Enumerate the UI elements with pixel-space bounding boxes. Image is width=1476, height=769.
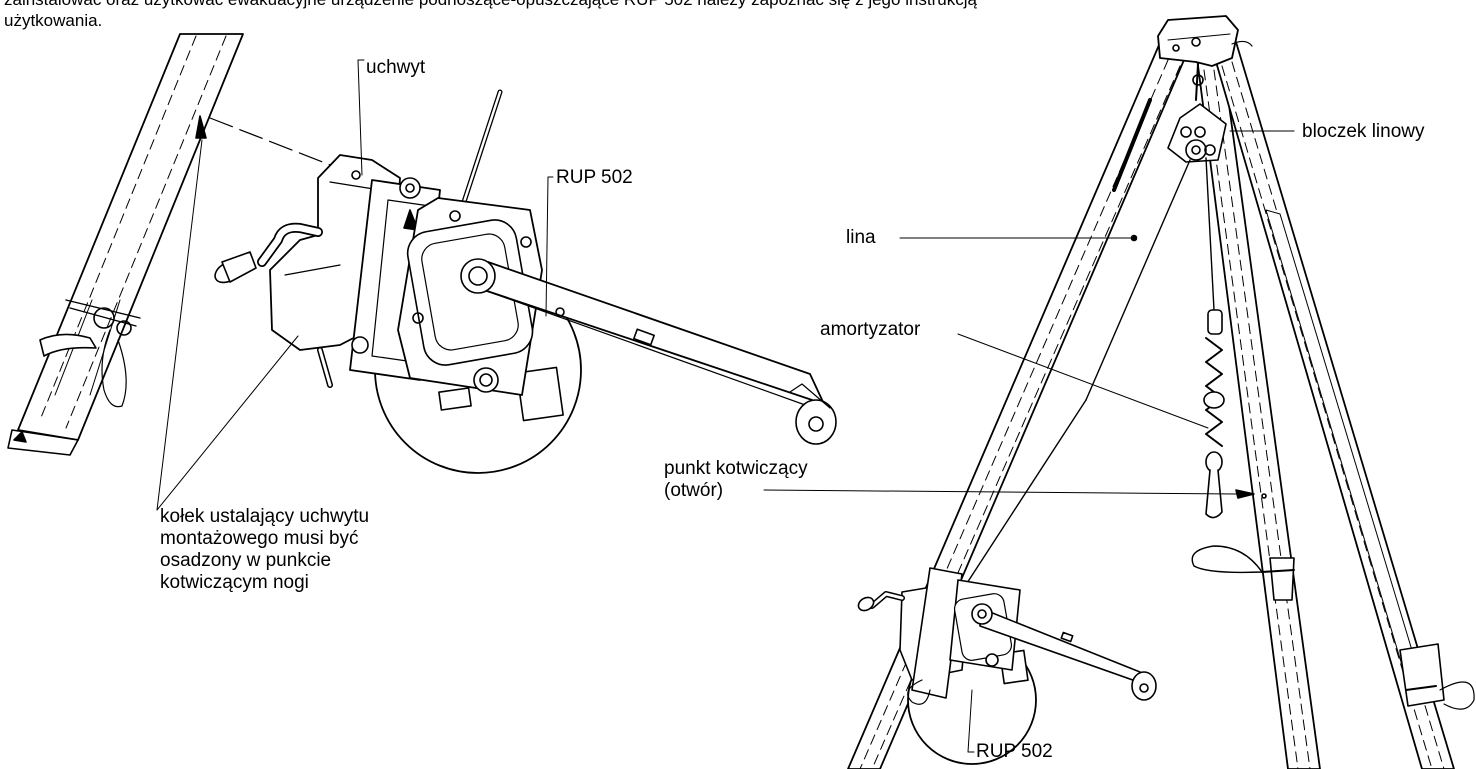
label-kolek-ustalajacy: kołek ustalający uchwytu montażowego mus… [160, 506, 369, 594]
leaders-left [157, 60, 553, 510]
label-rup502-bottom: RUP 502 [976, 741, 1053, 762]
kolek-line-4: kotwiczącym nogi [160, 572, 309, 593]
tripod-drawing [848, 16, 1474, 769]
kolek-line-2: montażowego musi być [160, 528, 359, 549]
label-bloczek-linowy: bloczek linowy [1302, 121, 1425, 142]
alignment-dashed-line [210, 118, 420, 200]
instruction-header: zainstalować oraz użytkować ewakuacyjne … [0, 0, 1476, 32]
label-lina: lina [846, 227, 876, 248]
winch-drawing [211, 92, 836, 473]
punkt-line-2: (otwór) [664, 480, 724, 501]
label-rup502-top: RUP 502 [556, 167, 633, 188]
punkt-line-1: punkt kotwiczący [664, 458, 808, 479]
instruction-line-2: użytkowania. [4, 11, 103, 30]
instruction-line-1: zainstalować oraz użytkować ewakuacyjne … [4, 0, 977, 8]
label-uchwyt: uchwyt [366, 57, 426, 78]
label-punkt-kotwiczacy: punkt kotwiczący (otwór) [664, 458, 808, 502]
label-amortyzator: amortyzator [820, 319, 921, 340]
leaders-right [764, 131, 1294, 752]
leg-fragment [8, 34, 243, 455]
kolek-line-1: kołek ustalający uchwytu [160, 506, 370, 527]
kolek-line-3: osadzony w punkcie [160, 550, 332, 571]
